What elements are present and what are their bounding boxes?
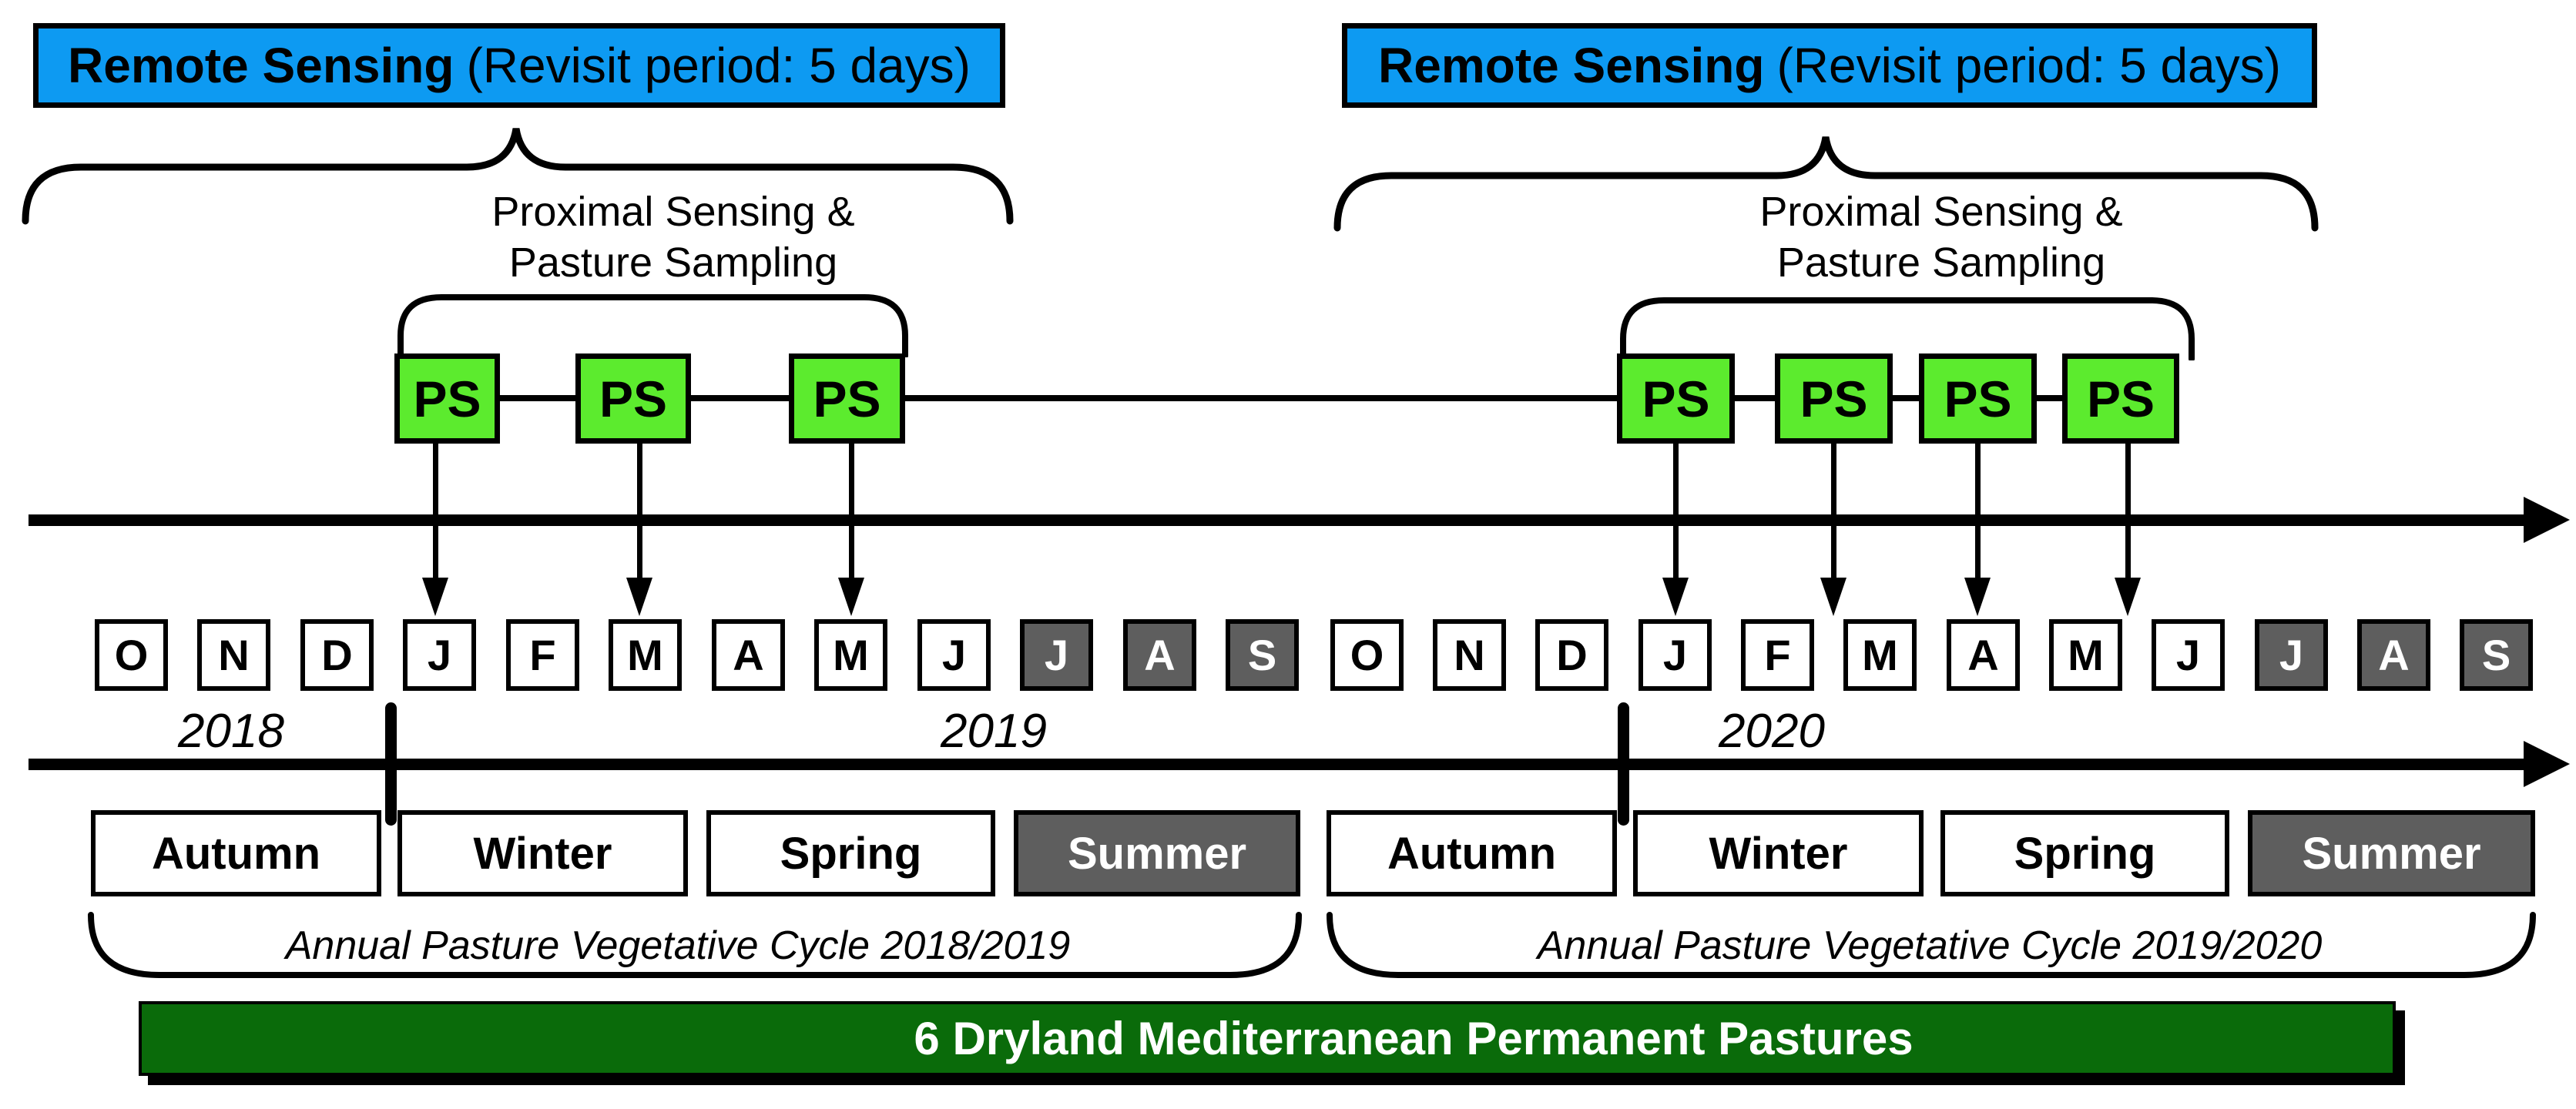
- month-cell: D: [1535, 619, 1608, 691]
- ps-connector-line: [1893, 395, 1919, 401]
- month-cell-summer: S: [1226, 619, 1299, 691]
- season-cell: Spring: [1940, 810, 2229, 896]
- remote-sensing-banner-left: Remote Sensing (Revisit period: 5 days): [33, 23, 1005, 108]
- year-label-2019: 2019: [941, 705, 1047, 758]
- ps-group-bracket-left: [397, 294, 908, 357]
- ps-box: PS: [789, 353, 905, 444]
- pastures-footer-bar: 6 Dryland Mediterranean Permanent Pastur…: [139, 1001, 2396, 1076]
- sampling-arrow-head-icon: [838, 578, 864, 616]
- banner-title: Remote Sensing: [68, 38, 454, 93]
- month-cell: M: [609, 619, 682, 691]
- curly-brace-left: [22, 128, 1014, 225]
- month-cell: N: [197, 619, 270, 691]
- month-cell-summer: J: [2255, 619, 2328, 691]
- month-cell: O: [1330, 619, 1404, 691]
- month-cell: F: [1741, 619, 1814, 691]
- season-cell-summer: Summer: [1014, 810, 1300, 896]
- proximal-line1: Proximal Sensing &: [1759, 189, 2123, 235]
- ps-box: PS: [2062, 353, 2179, 444]
- sampling-arrow-head-icon: [626, 578, 652, 616]
- sampling-arrow-head-icon: [1964, 578, 1991, 616]
- season-cell: Spring: [706, 810, 995, 896]
- ps-box: PS: [394, 353, 500, 444]
- remote-sensing-banner-right: Remote Sensing (Revisit period: 5 days): [1342, 23, 2317, 108]
- sampling-arrow-head-icon: [1820, 578, 1846, 616]
- year-boundary-tick: [1618, 702, 1629, 826]
- pastures-footer-label: 6 Dryland Mediterranean Permanent Pastur…: [914, 1013, 1914, 1064]
- ps-box: PS: [1775, 353, 1893, 444]
- month-cell: M: [814, 619, 887, 691]
- ps-connector-line: [691, 395, 789, 401]
- proximal-line2: Pasture Sampling: [1776, 240, 2106, 286]
- banner-title: Remote Sensing: [1378, 38, 1765, 93]
- banner-subtitle: (Revisit period: 5 days): [1776, 38, 2281, 93]
- month-cell-summer: A: [2357, 619, 2430, 691]
- month-cell-summer: S: [2460, 619, 2533, 691]
- ps-connector-line: [1735, 395, 1775, 401]
- month-cell: J: [403, 619, 476, 691]
- month-cell: J: [917, 619, 991, 691]
- month-cell: F: [506, 619, 579, 691]
- month-cell: A: [1947, 619, 2020, 691]
- proximal-sensing-label-right: Proximal Sensing & Pasture Sampling: [1702, 186, 2180, 288]
- season-cell: Autumn: [1327, 810, 1617, 896]
- month-cell-summer: A: [1123, 619, 1196, 691]
- month-cell-summer: J: [1020, 619, 1093, 691]
- cycle-bracket-right: [1327, 912, 2536, 978]
- season-cell-summer: Summer: [2248, 810, 2535, 896]
- cycle-label-2019-2020: Annual Pasture Vegetative Cycle 2019/202…: [1537, 923, 2323, 968]
- ps-box: PS: [575, 353, 691, 444]
- ps-group-bracket-right: [1620, 297, 2195, 360]
- sampling-arrow-head-icon: [422, 578, 448, 616]
- year-label-2020: 2020: [1719, 705, 1825, 758]
- ps-connector-line: [500, 395, 575, 401]
- year-label-2018: 2018: [178, 705, 284, 758]
- season-cell: Winter: [1633, 810, 1924, 896]
- cycle-label-2018-2019: Annual Pasture Vegetative Cycle 2018/201…: [285, 923, 1071, 968]
- proximal-sensing-label-left: Proximal Sensing & Pasture Sampling: [434, 186, 912, 288]
- timeline-lower-arrowhead-icon: [2524, 741, 2570, 787]
- month-cell: M: [2049, 619, 2122, 691]
- month-cell: A: [712, 619, 785, 691]
- sampling-arrow-head-icon: [2115, 578, 2141, 616]
- proximal-line2: Pasture Sampling: [508, 240, 838, 286]
- ps-box: PS: [1919, 353, 2037, 444]
- ps-box: PS: [1617, 353, 1735, 444]
- month-cell: M: [1843, 619, 1917, 691]
- sampling-arrow-head-icon: [1662, 578, 1689, 616]
- proximal-line1: Proximal Sensing &: [491, 189, 855, 235]
- curly-brace-right: [1333, 136, 2319, 232]
- timeline-lower: [29, 759, 2527, 770]
- month-cell: N: [1433, 619, 1506, 691]
- season-cell: Winter: [397, 810, 688, 896]
- month-cell: J: [1639, 619, 1712, 691]
- month-cell: J: [2152, 619, 2225, 691]
- cycle-bracket-left: [88, 912, 1302, 978]
- ps-connector-line: [2037, 395, 2062, 401]
- month-cell: D: [300, 619, 374, 691]
- timeline-upper-arrowhead-icon: [2524, 497, 2570, 543]
- season-cell: Autumn: [91, 810, 381, 896]
- timeline-upper: [29, 514, 2527, 526]
- banner-subtitle: (Revisit period: 5 days): [466, 38, 971, 93]
- year-boundary-tick: [385, 702, 397, 826]
- month-cell: O: [95, 619, 168, 691]
- ps-connector-line: [905, 395, 1617, 401]
